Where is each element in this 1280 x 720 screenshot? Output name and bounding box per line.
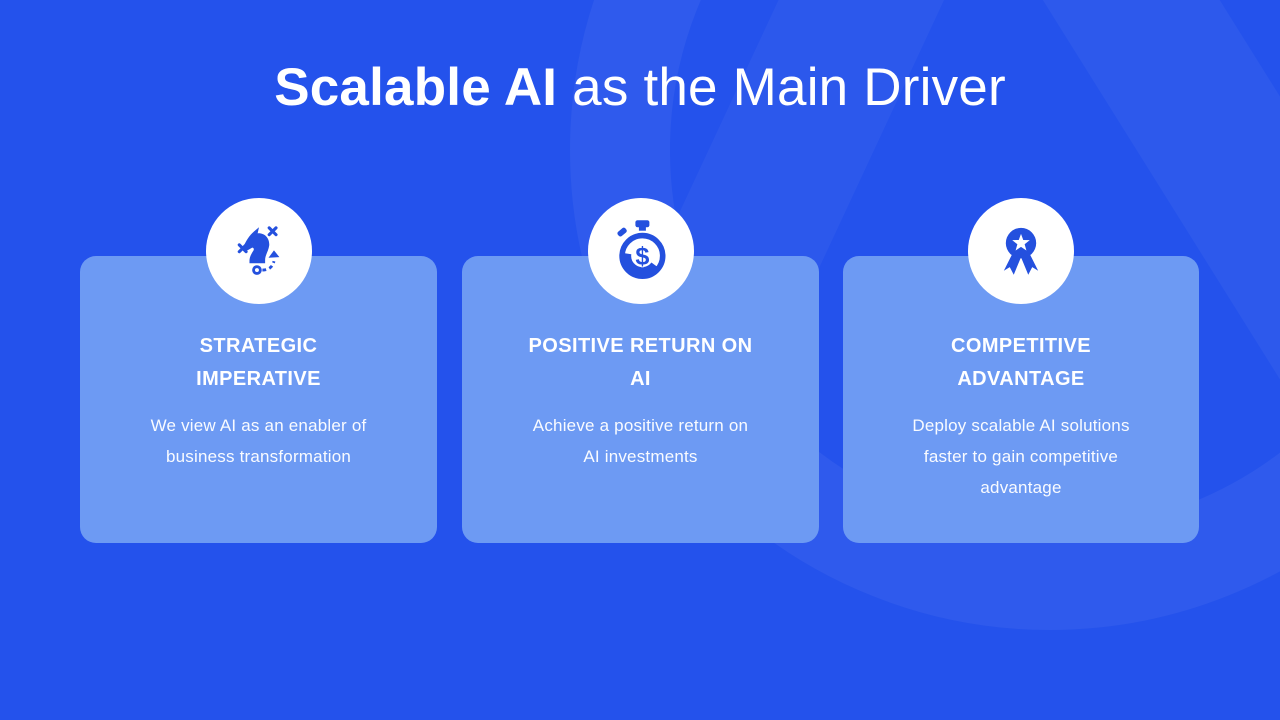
title-bold-segment: Scalable AI xyxy=(274,58,558,117)
icon-circle xyxy=(968,198,1074,304)
svg-text:$: $ xyxy=(635,242,649,270)
award-medal-icon xyxy=(1003,227,1039,275)
icon-circle: $ xyxy=(587,198,694,304)
title-regular-segment: as the Main Driver xyxy=(557,58,1006,117)
stopwatch-dollar-icon: $ xyxy=(616,220,665,279)
chess-knight-strategy-icon xyxy=(237,226,279,275)
page-title: Scalable AI as the Main Driver xyxy=(0,56,1280,120)
icon-circle xyxy=(205,198,312,304)
